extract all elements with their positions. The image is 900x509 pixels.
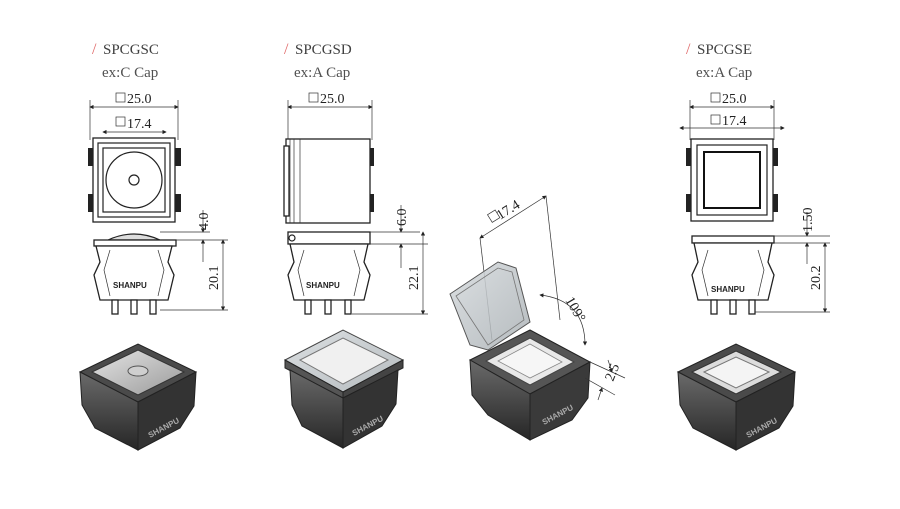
title-slash: / <box>92 41 97 58</box>
model-name: SPCGSD <box>295 42 352 58</box>
dim-total-height: 20.1 <box>207 266 222 291</box>
spcgsc-render: SHANPU <box>78 343 198 451</box>
spcgsd-top-view: 25.0 <box>283 92 374 224</box>
dim-cap-height: 4.0 <box>197 213 212 231</box>
spcgse-top-view: 25.0 17.4 <box>679 92 785 222</box>
title-spcgse: / SPCGSE ex:A Cap <box>686 41 752 81</box>
spcgse-render: SHANPU <box>676 343 797 451</box>
square-symbol <box>487 209 501 223</box>
square-symbol <box>710 92 721 103</box>
dim-inner: 17.4 <box>722 114 747 129</box>
dim-open-angle: 109° <box>562 295 588 326</box>
brand-label: SHANPU <box>711 285 745 294</box>
dim-total-height: 20.2 <box>809 266 824 291</box>
cap-type: ex:A Cap <box>696 65 752 81</box>
square-symbol <box>710 114 721 125</box>
dim-cap-height: 1.50 <box>801 208 816 233</box>
dim-cap-height: 6.0 <box>395 209 410 227</box>
square-symbol <box>308 92 319 103</box>
title-slash: / <box>284 41 289 58</box>
title-slash: / <box>686 41 691 58</box>
spcgsc-top-view: 25.0 17.4 <box>88 92 181 223</box>
open-cap-isometric: 17.4 SHANPU 109° 2.5 <box>449 195 626 441</box>
brand-label: SHANPU <box>113 281 147 290</box>
dim-outer: 25.0 <box>722 92 747 107</box>
dim-inner: 17.4 <box>127 117 152 132</box>
dim-outer: 25.0 <box>127 92 152 107</box>
spcgsc-side-view: SHANPU 4.0 20.1 <box>93 210 228 315</box>
spcgsd-side-view: SHANPU 6.0 22.1 <box>287 205 428 315</box>
dim-total-height: 22.1 <box>407 266 422 291</box>
cap-type: ex:C Cap <box>102 65 158 81</box>
cap-type: ex:A Cap <box>294 65 350 81</box>
model-name: SPCGSE <box>697 42 752 58</box>
brand-label: SHANPU <box>306 281 340 290</box>
model-name: SPCGSC <box>103 42 159 58</box>
title-spcgsc: / SPCGSC ex:C Cap <box>92 41 159 81</box>
dim-open-gap: 2.5 <box>603 362 623 384</box>
spcgsd-render: SHANPU <box>283 329 405 449</box>
square-symbol <box>115 116 126 127</box>
square-symbol <box>115 92 126 103</box>
dim-outer: 25.0 <box>320 92 345 107</box>
title-spcgsd: / SPCGSD ex:A Cap <box>284 41 352 81</box>
spcgse-side-view: SHANPU 1.50 20.2 <box>691 208 830 315</box>
